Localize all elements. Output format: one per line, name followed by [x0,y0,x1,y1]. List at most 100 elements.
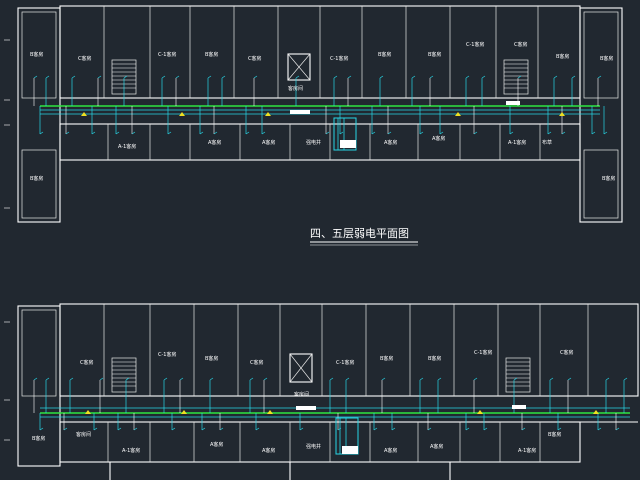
outlet-tick [557,427,562,431]
outlet-tick [39,427,44,431]
outlet-tick [199,131,204,135]
outlet-tick [373,427,378,431]
room-label: 客房间 [76,431,91,438]
outlet-tick [561,131,566,135]
outlet-tick [513,377,518,381]
outlet-tick [99,377,104,381]
outlet-tick [299,427,304,431]
room-label: C客房 [250,359,264,366]
outlet-tick [387,131,392,135]
outlet-tick [125,377,130,381]
room-outline [583,149,619,219]
outlet-tick [427,427,432,431]
outlet-tick [219,427,224,431]
room-label: A客房 [430,443,443,450]
room-label: A客房 [262,447,275,454]
outlet-tick [521,427,526,431]
outlet-tick [175,75,180,79]
room-label: 布草 [542,139,552,146]
room-outline [583,11,619,99]
outlet-tick [253,75,258,79]
outlet-tick [45,377,50,381]
outlet-tick [325,131,330,135]
outlet-tick [549,377,554,381]
outlet-tick [261,131,266,135]
stair-east [505,357,531,393]
room-label: A-1客房 [118,143,136,150]
room-label: 强电井 [306,139,321,146]
outlet-tick [333,75,338,79]
outlet-drops [33,75,608,135]
room-label: A客房 [208,139,221,146]
outlet-tick [419,131,424,135]
outlet-tick [623,377,628,381]
outlet-tick [517,75,522,79]
room-label: A客房 [384,447,397,454]
outlet-tick [249,377,254,381]
north-partitions [103,304,589,396]
outlet-tick [391,427,396,431]
outlet-tick [93,427,98,431]
room-label: A-1客房 [508,139,526,146]
outlet-tick [473,377,478,381]
south-block-wall [59,421,581,463]
room-label: C客房 [514,41,528,48]
room-label: B客房 [30,51,43,58]
drawing-title: 四、五层弱电平面图 [310,227,409,240]
outlet-tick [213,131,218,135]
outlet-tick [345,377,350,381]
outlet-tick [97,75,102,79]
room-label: B客房 [548,431,561,438]
room-label: C-1客房 [336,359,354,366]
outlet-tick [567,377,572,381]
outlet-tick [263,377,268,381]
room-outline [21,149,57,219]
outlet-tick [379,75,384,79]
devices [81,101,565,116]
outlet-tick [161,75,166,79]
outlet-tick [91,131,96,135]
outlet-tick [597,75,602,79]
room-label: C-1客房 [158,351,176,358]
room-label: A客房 [432,135,445,142]
outlet-tick [221,75,226,79]
right-wing-wall [579,7,623,223]
room-label: B客房 [428,355,441,362]
room-label: B客房 [205,51,218,58]
outlet-tick [131,131,136,135]
outlet-tick [115,131,120,135]
outlet-tick [33,75,38,79]
room-label: A客房 [210,441,223,448]
room-label: B客房 [380,355,393,362]
south-partitions [107,422,541,462]
riser-cabinet [335,417,359,455]
outlet-tick [547,131,552,135]
outlet-tick [483,427,488,431]
room-label: C客房 [78,55,92,62]
room-label: 客房间 [288,85,303,92]
outlet-tick [179,377,184,381]
room-label: B客房 [378,51,391,58]
north-block-wall [59,303,639,397]
outlet-tick [45,75,50,79]
room-label: B客房 [556,53,569,60]
outlet-tick [473,131,478,135]
outlet-tick [69,377,74,381]
outlet-tick [167,131,172,135]
room-label: C-1客房 [474,349,492,356]
room-label: C客房 [80,359,94,366]
outlet-tick [39,131,44,135]
outlet-tick [339,131,344,135]
outlet-tick [381,377,386,381]
outlet-tick [509,131,514,135]
room-label: B客房 [600,55,613,62]
devices [85,405,599,414]
outlet-tick [133,427,138,431]
stair-east [503,59,529,95]
drawing-title-group: 四、五层弱电平面图 [310,227,418,246]
elevator-shaft [287,53,311,81]
room-label: 客房间 [294,391,309,398]
